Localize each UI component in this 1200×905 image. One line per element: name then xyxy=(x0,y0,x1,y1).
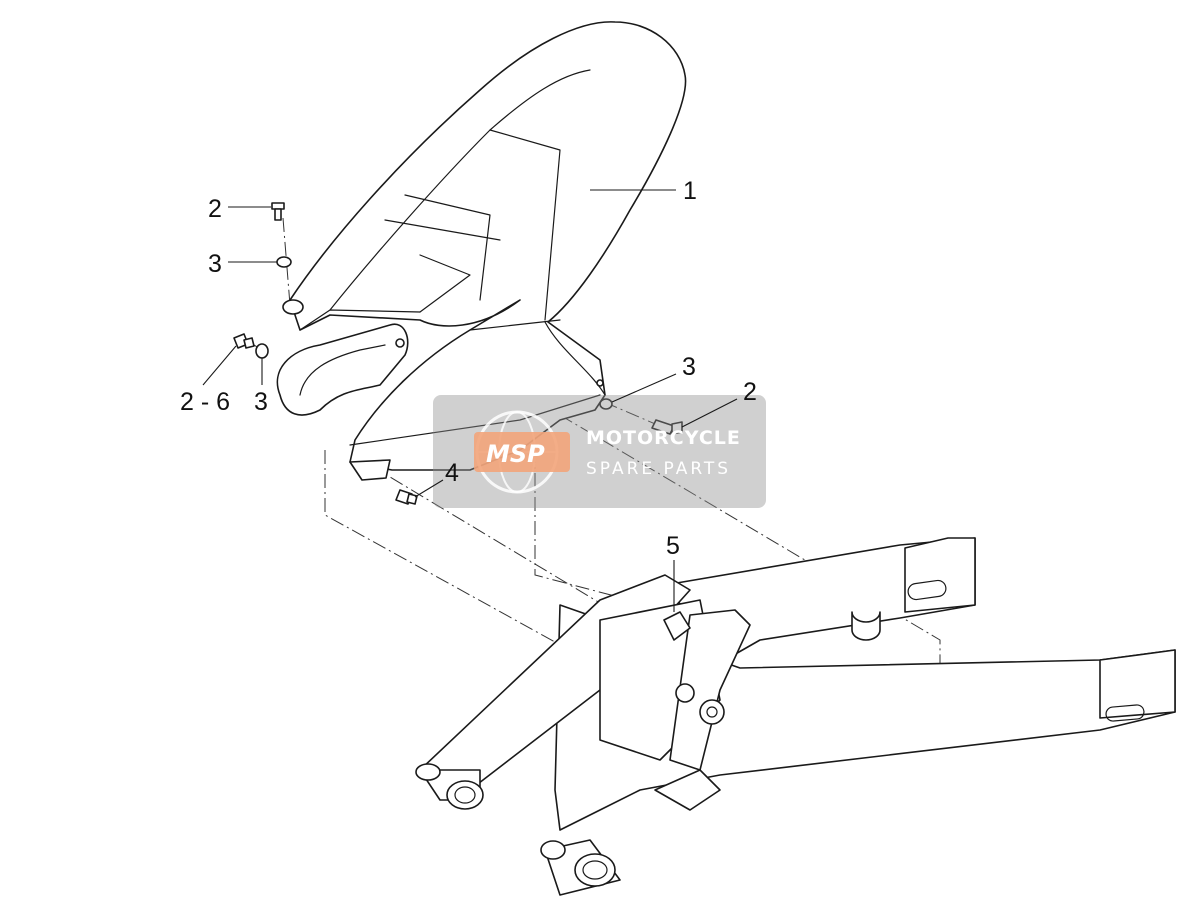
callout-leaders xyxy=(202,189,738,612)
callout-3-top: 3 xyxy=(208,250,222,278)
watermark-subtitle: SPARE PARTS xyxy=(586,459,731,479)
callout-2-6: 2 - 6 xyxy=(180,388,230,416)
msp-badge xyxy=(474,432,570,472)
fasteners xyxy=(233,202,683,505)
callout-1: 1 xyxy=(683,177,697,205)
watermark: MSP MOTORCYCLE SPARE PARTS xyxy=(433,395,766,508)
callout-4: 4 xyxy=(445,459,459,487)
callout-2-right: 2 xyxy=(743,378,757,406)
swingarm xyxy=(415,537,1176,896)
callout-3-left: 3 xyxy=(254,388,268,416)
watermark-title: MOTORCYCLE xyxy=(586,427,741,449)
callout-3-right: 3 xyxy=(682,353,696,381)
part-5-clip xyxy=(663,611,691,641)
callout-5: 5 xyxy=(666,532,680,560)
callout-labels: 1 2 3 2 - 6 3 3 2 4 5 xyxy=(180,177,757,560)
watermark-badge: MSP xyxy=(486,440,545,468)
rear-mudguard xyxy=(276,21,687,481)
callout-2-top: 2 xyxy=(208,195,222,223)
